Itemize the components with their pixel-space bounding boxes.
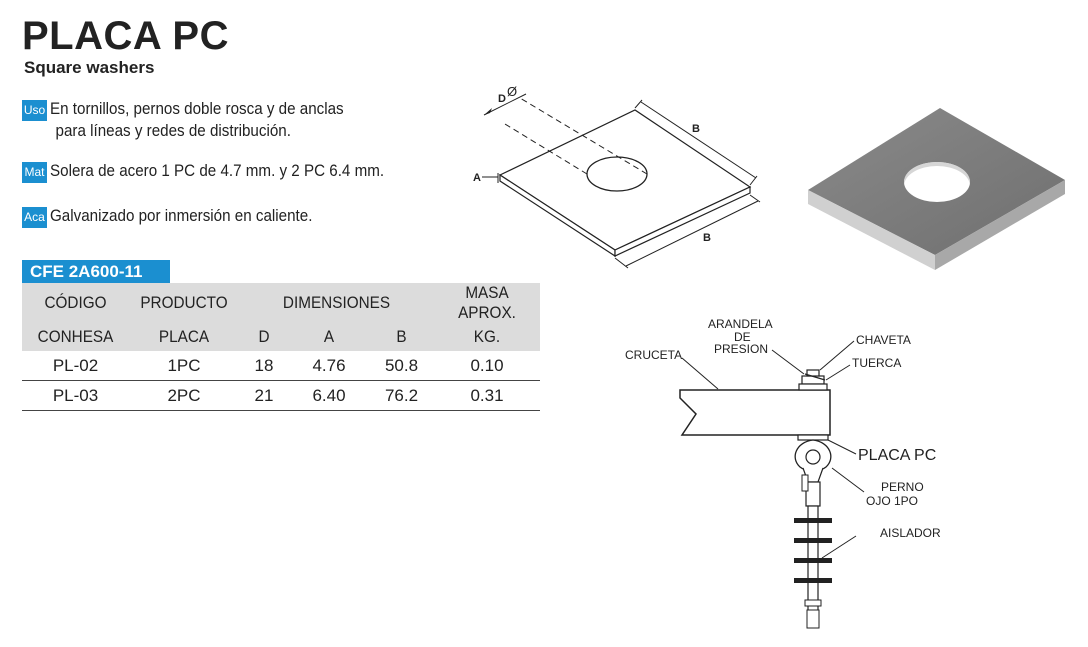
standard-label: CFE 2A600-11	[22, 260, 170, 283]
washer-3d-front	[808, 190, 935, 270]
dim-d-label: D	[498, 93, 506, 105]
perno-label-1: PERNO	[881, 480, 924, 494]
cruceta-beam	[679, 389, 831, 436]
table-row: PL-03 2PC 21 6.40 76.2 0.31	[22, 380, 540, 411]
chaveta-label: CHAVETA	[856, 333, 911, 347]
col-masa: MASA APROX.	[458, 283, 516, 322]
spec-table: CÓDIGO PRODUCTO DIMENSIONES MASA APROX. …	[22, 283, 540, 411]
cruceta-label: CRUCETA	[625, 348, 682, 362]
diameter-symbol: Ø	[507, 84, 517, 99]
col-conhesa: CONHESA	[37, 327, 114, 346]
spec-uso: Uso En tornillos, pernos doble rosca y d…	[22, 98, 369, 142]
col-codigo: CÓDIGO	[44, 293, 107, 312]
aca-text: Galvanizado por inmersión en caliente.	[50, 207, 313, 225]
washer-3d-side	[935, 180, 1065, 270]
col-b: B	[396, 327, 407, 346]
dim-b-top-label: B	[692, 123, 700, 135]
placa-pc-shape	[797, 434, 829, 441]
col-a: A	[323, 327, 335, 346]
arandela-label-1: ARANDELA	[708, 317, 773, 331]
insulator-shed	[794, 518, 832, 523]
col-producto: PRODUCTO	[140, 293, 228, 312]
assembly-diagram: ARANDELA DE PRESION CHAVETA TUERCA CRUCE…	[625, 317, 941, 629]
col-dimensiones: DIMENSIONES	[282, 293, 391, 312]
perno-label-2: OJO 1PO	[866, 494, 918, 508]
uso-badge: Uso	[22, 100, 47, 121]
table-row: PL-02 1PC 18 4.76 50.8 0.10	[22, 351, 540, 381]
washer-3d-render	[808, 108, 1065, 270]
nut-shape	[801, 375, 825, 385]
mat-text: Solera de acero 1 PC de 4.7 mm. y 2 PC 6…	[50, 162, 385, 180]
page-title: PLACA PC	[22, 14, 229, 58]
col-placa: PLACA	[158, 327, 210, 346]
tuerca-label: TUERCA	[852, 356, 901, 370]
uso-text: En tornillos, pernos doble rosca y de an…	[50, 100, 344, 140]
arandela-label-3: PRESION	[714, 342, 768, 356]
page-subtitle: Square washers	[24, 58, 155, 77]
washer-dimension-drawing: D Ø A B B	[473, 84, 761, 269]
washer-hole	[586, 156, 648, 192]
placa-pc-label: PLACA PC	[858, 447, 936, 464]
spec-mat: Mat Solera de acero 1 PC de 4.7 mm. y 2 …	[22, 160, 413, 183]
table-subheader-row: CONHESA PLACA D A B KG.	[22, 323, 540, 351]
dim-b-bottom-label: B	[703, 232, 711, 244]
col-kg: KG.	[473, 327, 501, 346]
washer-side-edge	[614, 186, 751, 257]
mat-badge: Mat	[22, 162, 47, 183]
washer-3d-hole	[904, 162, 970, 202]
spec-aca: Aca Galvanizado por inmersión en calient…	[22, 205, 335, 228]
arandela-label-2: DE	[734, 330, 751, 344]
aca-badge: Aca	[22, 207, 47, 228]
aislador-label: AISLADOR	[880, 526, 941, 540]
col-d: D	[258, 327, 270, 346]
dim-a-label: A	[473, 172, 481, 184]
table-header-row: CÓDIGO PRODUCTO DIMENSIONES MASA APROX.	[22, 283, 540, 323]
